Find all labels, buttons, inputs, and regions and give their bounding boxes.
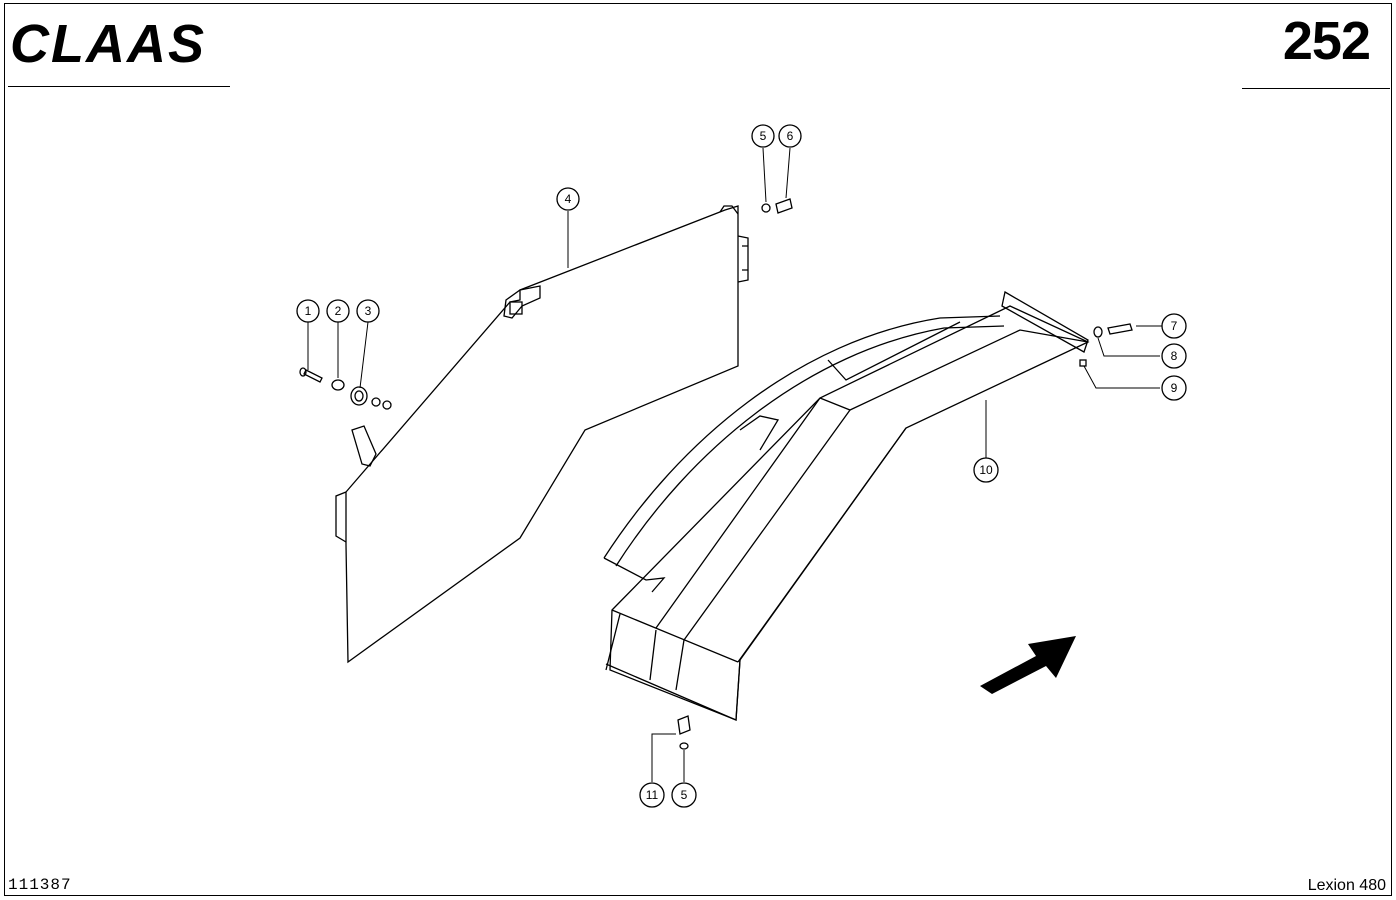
grease-nipple-part-11	[677, 715, 691, 735]
svg-text:4: 4	[565, 192, 572, 206]
callout-11: 11	[639, 782, 665, 808]
svg-text:CLAAS: CLAAS	[10, 14, 206, 74]
svg-text:5: 5	[681, 788, 688, 802]
claas-logo: CLAAS	[8, 12, 234, 74]
header-rule-right	[1242, 88, 1390, 89]
leader-lines	[307, 147, 1162, 782]
callout-8: 8	[1161, 343, 1187, 369]
callout-5-bottom: 5	[671, 782, 697, 808]
svg-text:3: 3	[365, 304, 372, 318]
svg-text:8: 8	[1171, 349, 1178, 363]
svg-text:1: 1	[305, 304, 312, 318]
callout-3: 3	[356, 299, 380, 323]
svg-text:2: 2	[335, 304, 342, 318]
callout-5: 5	[751, 124, 775, 148]
claas-logo-graphic: CLAAS	[10, 14, 206, 74]
svg-text:6: 6	[787, 129, 794, 143]
bolt-head	[299, 367, 307, 377]
nut-part-9	[1079, 359, 1087, 367]
direction-arrow	[980, 636, 1076, 694]
hardware-group-5-6	[761, 198, 793, 214]
page-frame	[4, 3, 1392, 896]
callout-2: 2	[326, 299, 350, 323]
model-label: Lexion 480	[1307, 877, 1386, 894]
callout-10: 10	[973, 457, 999, 483]
bushing-part-3	[350, 386, 368, 406]
grease-nipple-part-6	[775, 198, 793, 214]
callout-6: 6	[778, 124, 802, 148]
callout-1: 1	[296, 299, 320, 323]
callout-4: 4	[556, 187, 580, 211]
fender-part-10	[603, 290, 1090, 721]
callout-9: 9	[1161, 375, 1187, 401]
svg-text:10: 10	[979, 463, 993, 477]
header-rule-left	[8, 86, 230, 87]
side-panel-part-4	[335, 205, 749, 664]
bolt-part-7	[1107, 323, 1133, 335]
washer-part-5	[761, 203, 771, 213]
svg-text:7: 7	[1171, 319, 1178, 333]
svg-text:9: 9	[1171, 381, 1178, 395]
callout-7: 7	[1161, 313, 1187, 339]
document-id: 111387	[8, 876, 72, 894]
spacer-part-2	[331, 379, 345, 391]
page-number: 252	[1282, 11, 1371, 71]
washer-part-8	[1093, 326, 1103, 338]
hardware-group-7-9	[1079, 323, 1133, 367]
svg-text:11: 11	[646, 788, 659, 802]
svg-text:5: 5	[760, 129, 767, 143]
washer-part-5-bottom	[679, 742, 689, 750]
hardware-group-1-3	[299, 367, 392, 410]
hardware-group-11-5	[677, 715, 691, 750]
bolt-part-1	[303, 369, 323, 383]
